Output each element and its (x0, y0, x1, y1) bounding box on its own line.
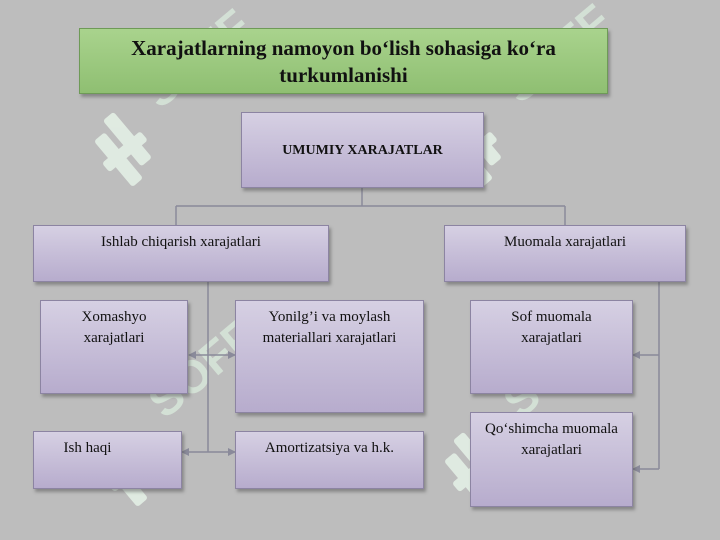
circulation-branch-label: Muomala xarajatlari (503, 234, 627, 250)
net-circulation-node: Sof muomala xarajatlari (470, 300, 633, 394)
amortization-label: Amortizatsiya va h.k. (264, 440, 395, 456)
fuel-node: Yonilg’i va moylash materiallari xarajat… (235, 300, 424, 413)
page-title: Xarajatlarning namoyon bo‘lish sohasiga … (79, 28, 608, 94)
additional-circulation-label: Qo‘shimcha muomala xarajatlari (485, 421, 618, 458)
production-branch-label: Ishlab chiqarish xarajatlari (101, 234, 261, 250)
circulation-branch-node: Muomala xarajatlari (444, 225, 686, 282)
fuel-label: Yonilg’i va moylash materiallari xarajat… (262, 309, 397, 346)
additional-circulation-node: Qo‘shimcha muomala xarajatlari (470, 412, 633, 507)
wages-label: Ish haqi (63, 440, 112, 456)
wages-node: Ish haqi (33, 431, 182, 489)
raw-materials-node: Xomashyo xarajatlari (40, 300, 188, 394)
root-node-label: UMUMIY XARAJATLAR (282, 143, 443, 158)
root-node: UMUMIY XARAJATLAR (241, 112, 484, 188)
amortization-node: Amortizatsiya va h.k. (235, 431, 424, 489)
production-branch-node: Ishlab chiqarish xarajatlari (33, 225, 329, 282)
net-circulation-label: Sof muomala xarajatlari (511, 309, 592, 346)
raw-materials-label: Xomashyo xarajatlari (81, 309, 147, 346)
watermark-logo-icon (95, 112, 151, 186)
